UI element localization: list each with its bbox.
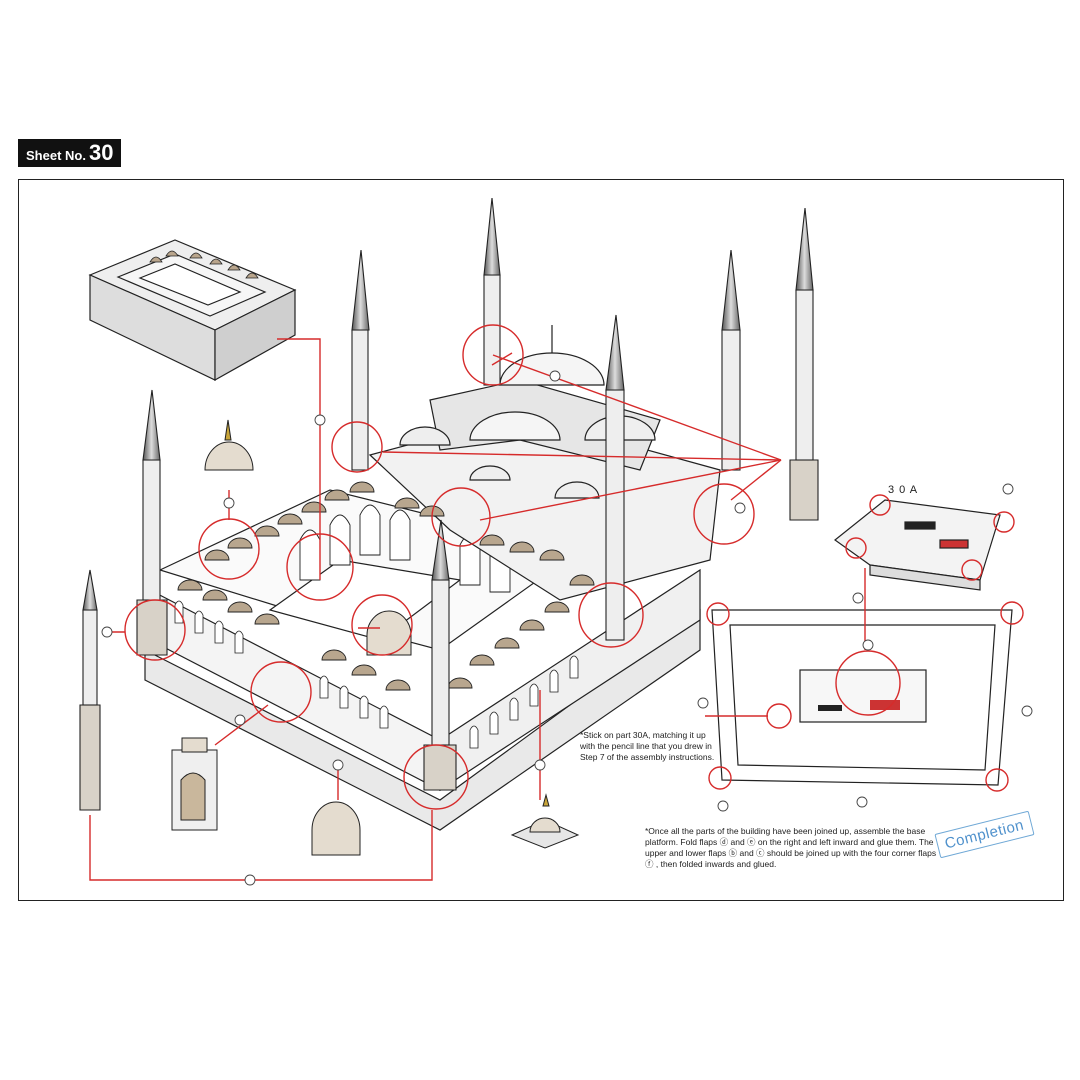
part-30a-label: 3 0 A [888, 484, 919, 496]
courtyard-domes [177, 481, 595, 691]
minaret-towers [79, 197, 819, 811]
courtyard-part-illustration [88, 239, 297, 382]
base-platform-diagram [711, 609, 1013, 786]
reference-markers [101, 370, 1033, 886]
loose-parts [171, 419, 580, 856]
sheet-number: 30 [88, 140, 114, 165]
sheet-number-label: Sheet No. 30 [18, 139, 122, 167]
part-30a-illustration [834, 499, 1001, 591]
completion-instruction-note: *Once all the parts of the building have… [645, 826, 937, 869]
sheet-prefix: Sheet No. [26, 148, 86, 163]
diagram-frame [18, 179, 1064, 901]
stick-instruction-note: *Stick on part 30A, matching it up with … [580, 730, 715, 762]
guide-annotations [89, 324, 1024, 881]
